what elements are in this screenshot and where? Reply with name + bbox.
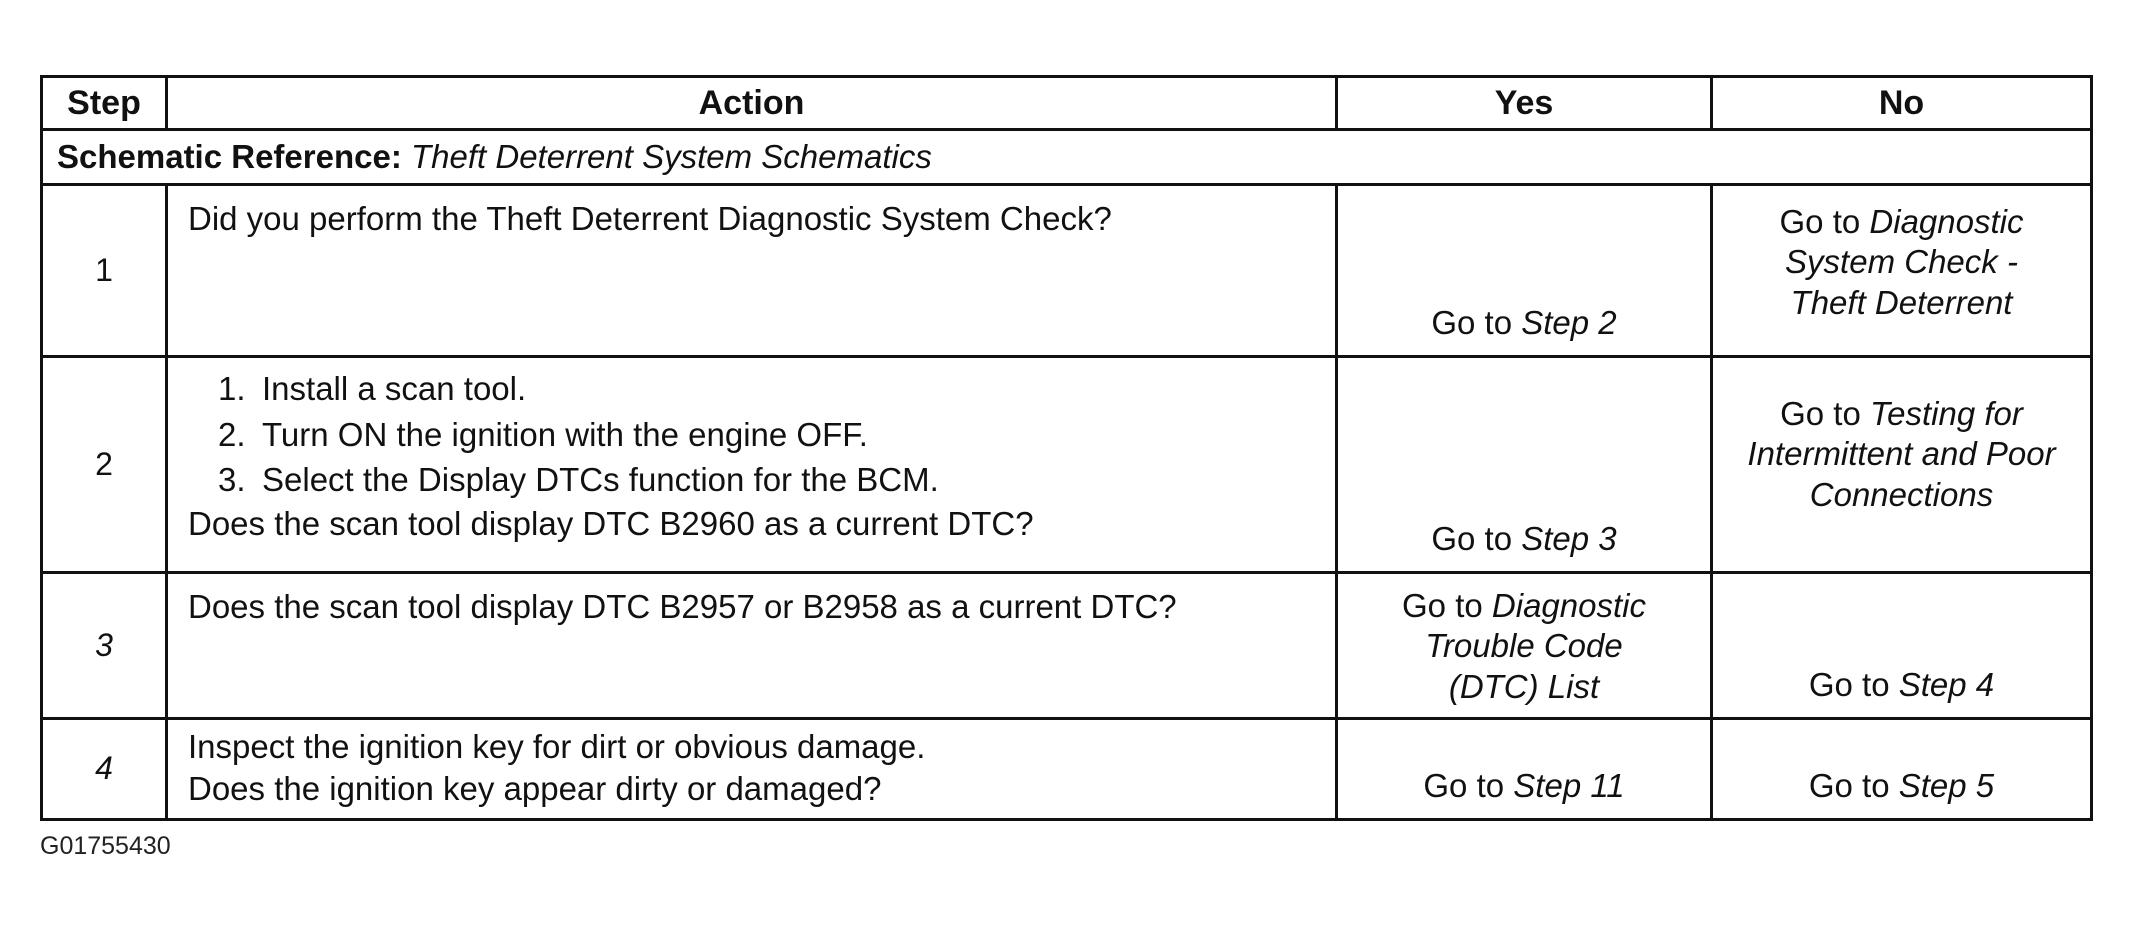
table-row: 4 Inspect the ignition key for dirt or o… [40,716,2093,822]
yes-cell: Go to Step 11 [1335,716,1713,822]
yes-cell: Go to Step 3 [1335,355,1713,574]
yes-prefix: Go to [1431,519,1522,557]
action-question: Does the scan tool display DTC B2960 as … [188,504,1034,542]
list-text: Install a scan tool. [262,370,527,407]
figure-code: G01755430 [40,832,171,860]
step-number: 1 [40,183,168,358]
action-cell: Does the scan tool display DTC B2957 or … [165,571,1338,720]
table-row: 3 Does the scan tool display DTC B2957 o… [40,571,2093,720]
header-no: No [1710,75,2093,131]
action-text: Does the scan tool display DTC B2957 or … [188,588,1177,625]
yes-prefix: Go to [1431,303,1522,341]
no-link[interactable]: Step 5 [1898,766,1995,804]
no-cell: Go to Step 5 [1710,716,2093,822]
action-cell: 1. Install a scan tool. 2. Turn ON the ign… [165,355,1338,574]
yes-cell: Go to Step 2 [1335,183,1713,358]
yes-prefix: Go to [1402,587,1492,624]
yes-link[interactable]: Step 11 [1513,766,1625,804]
header-action: Action [165,75,1338,131]
no-cell: Go to Diagnostic System Check - Theft De… [1710,183,2093,358]
no-link[interactable]: Diagnostic System Check - Theft Deterren… [1785,203,2024,321]
no-cell: Go to Step 4 [1710,571,2093,720]
action-list: 1. Install a scan tool. 2. Turn ON the ign… [188,366,1325,503]
action-cell: Did you perform the Theft Deterrent Diag… [165,183,1338,358]
no-prefix: Go to [1808,766,1899,804]
action-text: Inspect the ignition key for dirt or obv… [188,727,926,765]
list-item: 3. Select the Display DTCs function for t… [218,457,1325,503]
no-link[interactable]: Testing for Intermittent and Poor Connec… [1747,395,2056,513]
list-text: Turn ON the ignition with the engine OFF… [262,415,868,453]
header-yes: Yes [1335,75,1713,131]
header-row: Step Action Yes No [40,75,2093,131]
action-text: Did you perform the Theft Deterrent Diag… [188,200,1112,237]
step-number: 2 [40,355,168,574]
yes-link[interactable]: Step 3 [1521,519,1617,557]
action-cell: Inspect the ignition key for dirt or obv… [165,716,1338,822]
yes-link[interactable]: Step 2 [1521,303,1617,341]
table-row: 2 1. Install a scan tool. 2. Turn ON the i… [40,355,2093,574]
list-number: 2. [218,415,246,453]
no-prefix: Go to [1780,395,1870,433]
no-prefix: Go to [1808,665,1899,703]
list-number: 1. [218,370,246,407]
list-item: 2. Turn ON the ignition with the engine O… [218,412,1325,458]
step-number: 3 [40,571,168,720]
yes-cell: Go to Diagnostic Trouble Code (DTC) List [1335,571,1713,720]
header-step: Step [40,75,168,131]
list-number: 3. [218,461,246,499]
diagnostic-table: Step Action Yes No Schematic Reference: … [40,75,2093,822]
schematic-reference-link[interactable]: Theft Deterrent System Schematics [411,138,932,175]
schematic-reference-row: Schematic Reference: Theft Deterrent Sys… [40,128,2093,186]
step-number: 4 [40,716,168,822]
action-question: Does the ignition key appear dirty or da… [188,769,882,807]
no-link[interactable]: Step 4 [1898,665,1995,703]
no-cell: Go to Testing for Intermittent and Poor … [1710,355,2093,574]
schematic-reference-label: Schematic Reference: [57,138,402,175]
no-prefix: Go to [1779,203,1870,240]
yes-link[interactable]: Diagnostic Trouble Code (DTC) List [1425,587,1646,705]
yes-prefix: Go to [1423,766,1514,804]
list-item: 1. Install a scan tool. [218,366,1325,412]
table-row: 1 Did you perform the Theft Deterrent Di… [40,183,2093,358]
schematic-reference-cell: Schematic Reference: Theft Deterrent Sys… [40,128,2093,186]
list-text: Select the Display DTCs function for the… [262,461,939,499]
